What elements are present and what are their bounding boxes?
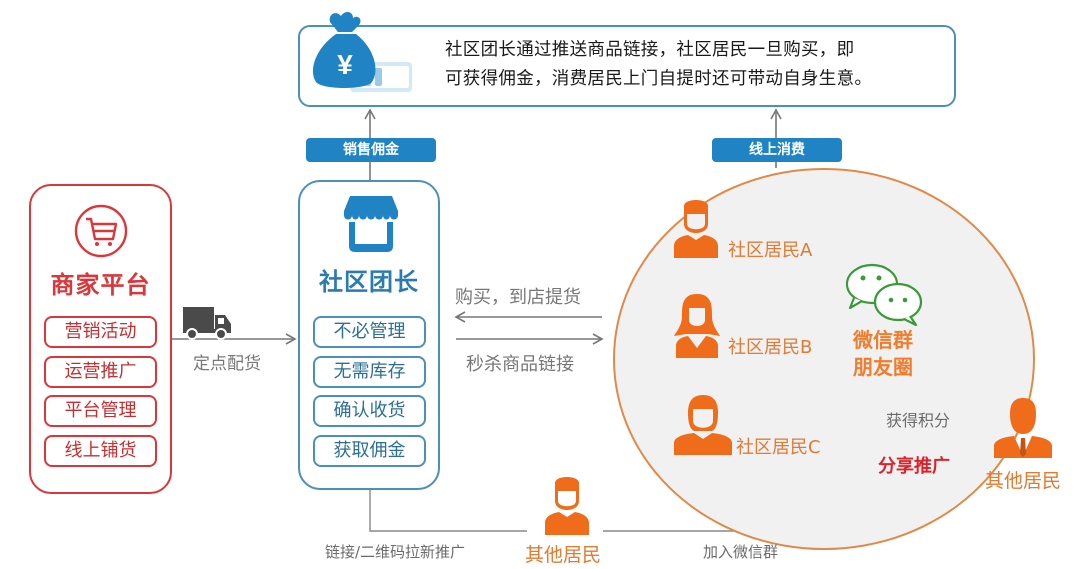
online-consumption-tag: 线上消费 <box>712 138 842 162</box>
buy-pickup-label: 购买，到店提货 <box>455 287 581 308</box>
banner-text-line2: 可获得佣金，消费居民上门自提时还可带动自身生意。 <box>445 69 873 89</box>
user-icon <box>674 395 732 455</box>
link-qr-promo-label: 链接/二维码拉新推广 <box>325 543 466 561</box>
merchant-item-management: 平台管理 <box>44 395 157 427</box>
other-resident-bottom-label: 其他居民 <box>525 544 602 566</box>
truck-icon <box>183 307 231 340</box>
leader-item-no-inventory: 无需库存 <box>313 356 426 388</box>
moments-text: 朋友圈 <box>853 355 913 379</box>
wechat-icon <box>845 263 923 327</box>
sales-commission-tag: 销售佣金 <box>306 138 436 162</box>
other-user-icon <box>545 477 589 535</box>
community-residents-circle <box>613 168 1035 550</box>
earn-points-label: 获得积分 <box>886 411 951 430</box>
female-user-icon <box>674 294 720 358</box>
money-bag-icon: ¥ <box>312 12 412 92</box>
resident-b-label: 社区居民B <box>728 337 813 358</box>
merchant-item-operations: 运营推广 <box>44 356 157 388</box>
community-leader-title: 社区团长 <box>319 268 419 296</box>
male-user-icon <box>674 200 718 258</box>
storefront-icon <box>344 196 398 252</box>
businessman-icon <box>994 398 1052 458</box>
wechat-group-text: 微信群 <box>853 328 913 352</box>
leader-item-earn-commission: 获取佣金 <box>313 435 426 467</box>
leader-item-confirm-receipt: 确认收货 <box>313 395 426 427</box>
other-resident-right-label: 其他居民 <box>985 470 1062 492</box>
wechat-groups-label: 微信群 朋友圈 <box>846 327 920 381</box>
delivery-label: 定点配货 <box>193 354 261 374</box>
merchant-item-listing: 线上铺货 <box>44 435 157 467</box>
shopping-cart-icon <box>74 204 128 258</box>
leader-item-no-management: 不必管理 <box>313 316 426 348</box>
merchant-platform-title: 商家平台 <box>50 271 151 299</box>
resident-c-label: 社区居民C <box>736 437 821 458</box>
svg-text:¥: ¥ <box>337 49 353 80</box>
share-promote-label: 分享推广 <box>878 456 950 477</box>
commission-banner <box>298 25 956 107</box>
banner-text: 社区团长通过推送商品链接，社区居民一旦购买，即 可获得佣金，消费居民上门自提时还… <box>445 36 955 94</box>
banner-text-line1: 社区团长通过推送商品链接，社区居民一旦购买，即 <box>445 40 855 60</box>
merchant-item-marketing: 营销活动 <box>44 316 157 348</box>
join-wechat-label: 加入微信群 <box>703 543 779 561</box>
resident-a-label: 社区居民A <box>728 240 813 261</box>
flash-sale-link-label: 秒杀商品链接 <box>466 354 574 375</box>
